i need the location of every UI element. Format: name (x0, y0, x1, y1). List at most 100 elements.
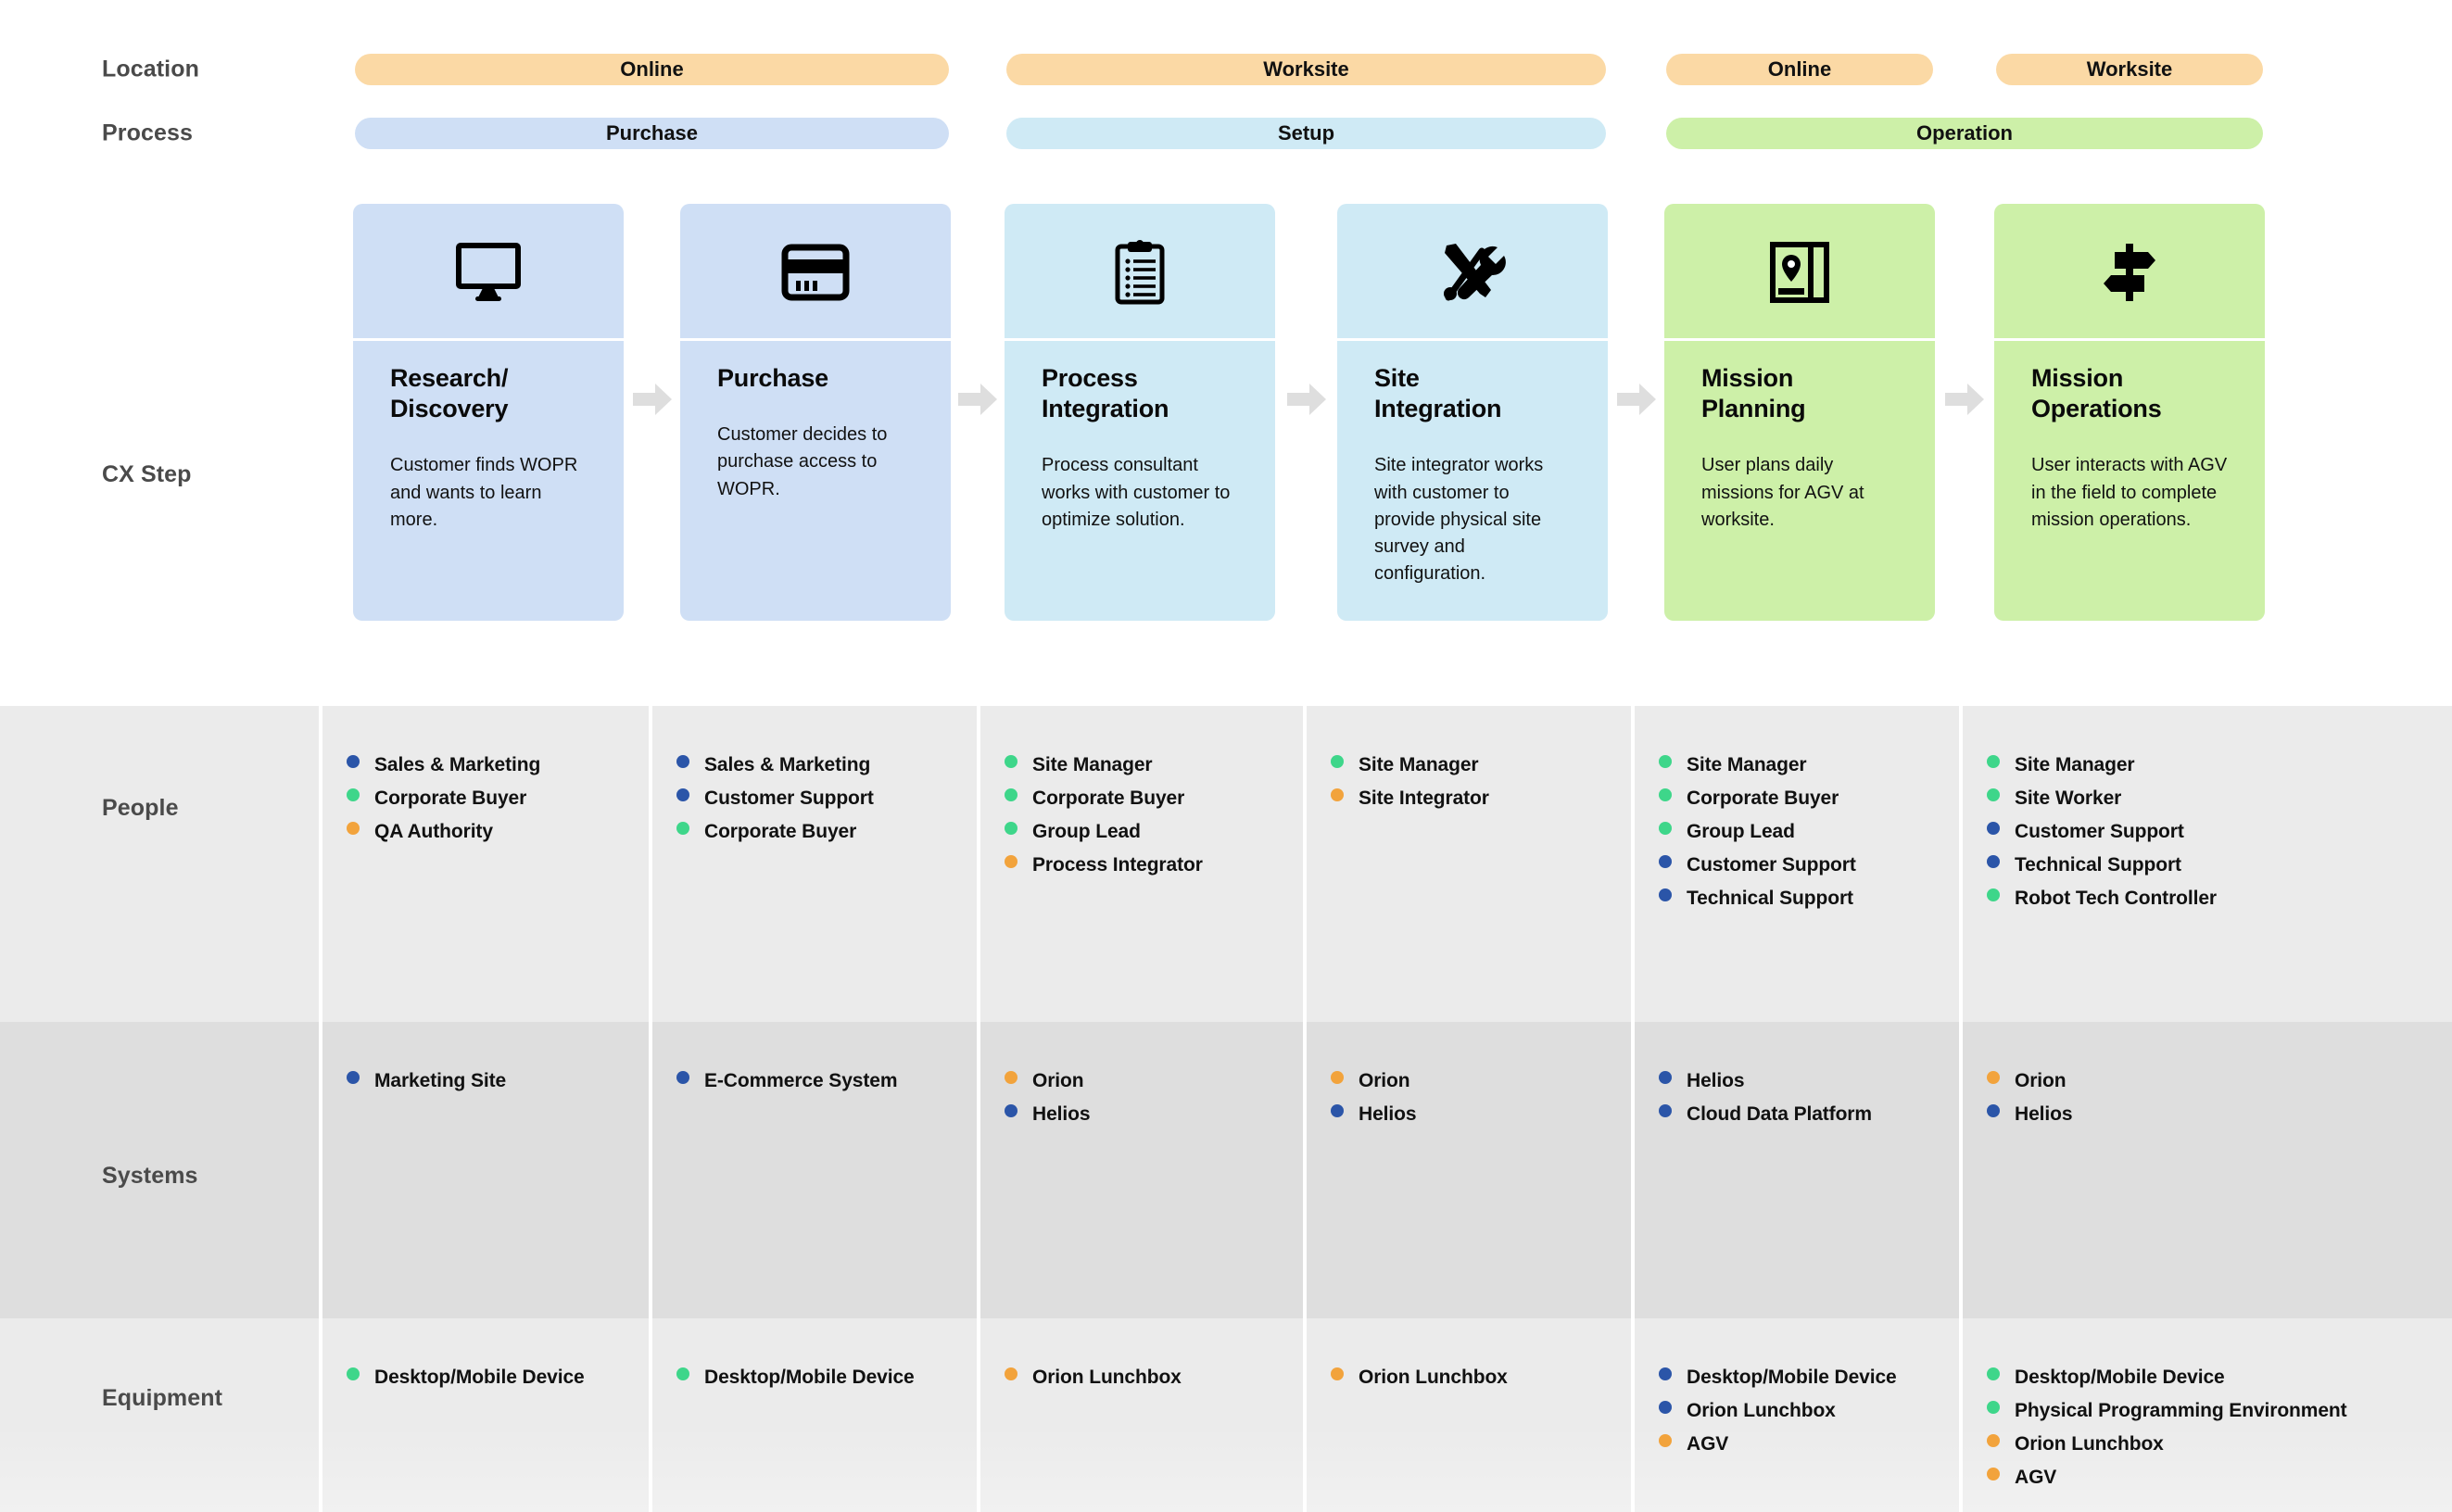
list-item-label: E-Commerce System (704, 1070, 898, 1091)
equipment-cell-3: Orion Lunchbox (980, 1318, 1307, 1512)
bullet-dot-icon (1987, 1401, 2000, 1414)
list-item: Robot Tech Controller (1987, 888, 2452, 910)
bullet-dot-icon (1005, 855, 1017, 868)
bullet-dot-icon (1659, 1367, 1672, 1380)
list-item: Site Manager (1005, 754, 1307, 776)
bullet-dot-icon (676, 1367, 689, 1380)
list-item: Orion (1331, 1070, 1633, 1092)
cx-step-description: Customer decides to purchase access to W… (717, 424, 888, 499)
bullet-dot-icon (1331, 1367, 1344, 1380)
list-item: Helios (1987, 1103, 2452, 1126)
bullet-dot-icon (676, 822, 689, 835)
bullet-dot-icon (1987, 1071, 2000, 1084)
bullet-dot-icon (1987, 755, 2000, 768)
equipment-cell-4: Orion Lunchbox (1307, 1318, 1633, 1512)
cx-step-title: Mission Planning (1701, 364, 1806, 423)
bullet-dot-icon (347, 822, 360, 835)
list-item-label: Desktop/Mobile Device (2015, 1367, 2225, 1388)
list-item: Orion Lunchbox (1331, 1367, 1633, 1389)
bullet-dot-icon (1005, 822, 1017, 835)
list-item-label: Customer Support (2015, 821, 2184, 842)
list-item: Site Manager (1331, 754, 1633, 776)
list-item-label: Technical Support (1687, 888, 1853, 909)
pill-label: Operation (1916, 121, 2013, 145)
systems-cell-1: Marketing Site (322, 1022, 649, 1318)
list-item: Orion Lunchbox (1987, 1433, 2452, 1455)
column-divider (1303, 1022, 1307, 1318)
bullet-dot-icon (1987, 1367, 2000, 1380)
list-item: Site Worker (1987, 788, 2452, 810)
bullet-dot-icon (1987, 855, 2000, 868)
list-item: Physical Programming Environment (1987, 1400, 2452, 1422)
list-item-label: Orion Lunchbox (2015, 1433, 2164, 1455)
list-item: Corporate Buyer (347, 788, 649, 810)
list-item: Sales & Marketing (676, 754, 979, 776)
bullet-dot-icon (1987, 1434, 2000, 1447)
bullet-dot-icon (1659, 822, 1672, 835)
column-divider (319, 1318, 322, 1512)
column-divider (977, 706, 980, 1022)
bullet-dot-icon (676, 755, 689, 768)
bullet-dot-icon (1005, 1071, 1017, 1084)
list-item-label: Corporate Buyer (374, 788, 527, 809)
tools-icon (1337, 204, 1608, 341)
cx-step-description: Process consultant works with customer t… (1042, 455, 1231, 530)
list-item-label: Corporate Buyer (1687, 788, 1839, 809)
list-item-label: Group Lead (1687, 821, 1795, 842)
step-arrow-1 (632, 384, 672, 415)
column-divider (1959, 1022, 1963, 1318)
bullet-dot-icon (1659, 755, 1672, 768)
column-divider (649, 1318, 652, 1512)
bullet-dot-icon (1331, 1071, 1344, 1084)
list-item-label: Technical Support (2015, 854, 2181, 876)
equipment-cell-1: Desktop/Mobile Device (322, 1318, 649, 1512)
location-pill-online-0: Online (355, 54, 949, 85)
list-item-label: QA Authority (374, 821, 493, 842)
equipment-cell-2: Desktop/Mobile Device (652, 1318, 979, 1512)
list-item: E-Commerce System (676, 1070, 979, 1092)
process-pill-operation-2: Operation (1666, 118, 2263, 149)
cx-step-description: Customer finds WOPR and wants to learn m… (390, 455, 578, 530)
list-item: Site Manager (1987, 754, 2452, 776)
list-item: Group Lead (1659, 821, 1961, 843)
list-item-label: Physical Programming Environment (2015, 1400, 2347, 1421)
column-divider (1959, 706, 1963, 1022)
cx-step-title: Purchase (717, 364, 828, 392)
list-item: Corporate Buyer (1005, 788, 1307, 810)
list-item-label: Helios (2015, 1103, 2073, 1125)
column-divider (1631, 1318, 1635, 1512)
list-item-label: Customer Support (704, 788, 874, 809)
bullet-dot-icon (1331, 1104, 1344, 1117)
bullet-dot-icon (347, 788, 360, 801)
step-arrow-4 (1616, 384, 1656, 415)
list-item-label: AGV (2015, 1467, 2057, 1488)
bullet-dot-icon (1005, 788, 1017, 801)
people-row-background (0, 706, 2452, 1022)
bullet-dot-icon (1987, 1468, 2000, 1480)
location-pill-worksite-3: Worksite (1996, 54, 2263, 85)
list-item: Group Lead (1005, 821, 1307, 843)
bullet-dot-icon (1659, 788, 1672, 801)
credit-card-icon (680, 204, 951, 341)
list-item-label: Desktop/Mobile Device (374, 1367, 585, 1388)
list-item-label: Helios (1687, 1070, 1745, 1091)
list-item-label: Corporate Buyer (704, 821, 857, 842)
equipment-row-label: Equipment (102, 1385, 223, 1411)
